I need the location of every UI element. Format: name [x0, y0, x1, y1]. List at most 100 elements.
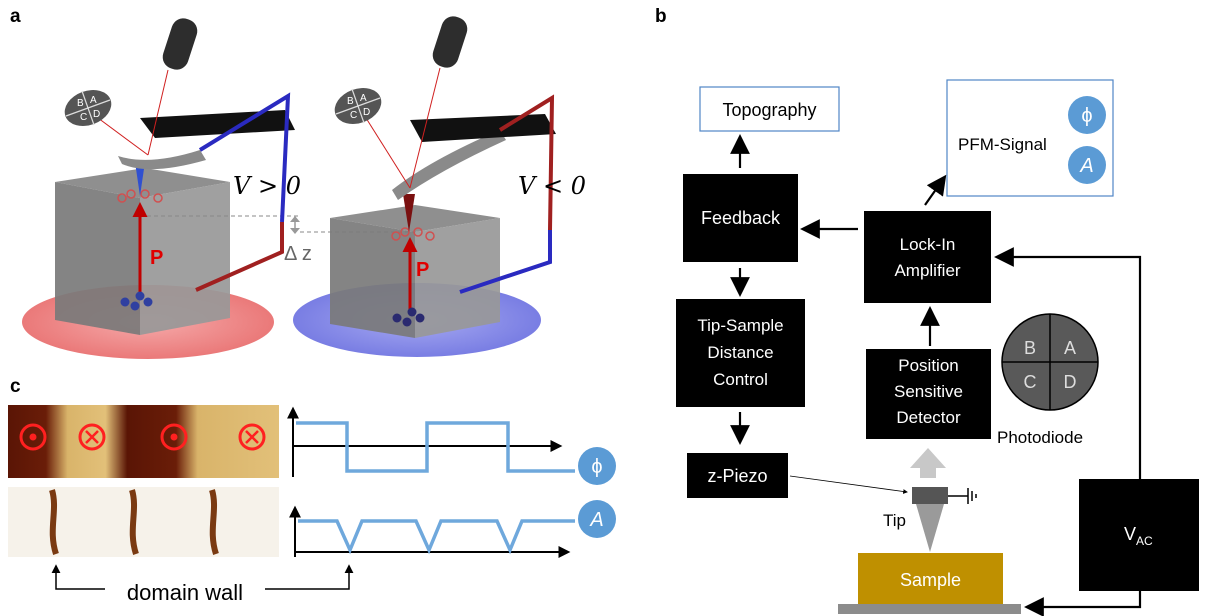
right-cube-front — [330, 218, 415, 338]
psd-label-3: Detector — [896, 408, 961, 427]
right-polarization-label: P — [416, 259, 429, 281]
lockin-label-1: Lock-In — [900, 235, 956, 254]
zpiezo-to-tip-line — [789, 475, 908, 494]
zpiezo-box — [687, 453, 788, 498]
feedback-box — [683, 174, 798, 262]
left-charges-top — [117, 189, 163, 203]
right-wire-top — [498, 94, 555, 231]
psd-label-2: Sensitive — [894, 382, 963, 401]
left-wire-bottom — [195, 222, 284, 292]
psd-box — [866, 349, 991, 439]
pfm-signal-label: PFM-Signal — [958, 135, 1047, 154]
right-laser — [432, 16, 468, 68]
pfm-phase-circle — [1068, 96, 1106, 134]
left-wire-top — [198, 92, 291, 223]
left-quadrant-b: B — [77, 98, 84, 109]
right-wire-bottom — [459, 230, 552, 294]
tip-sample-label-3: Control — [713, 370, 768, 389]
tip-label: Tip — [883, 511, 906, 530]
panel-label-a: a — [10, 6, 21, 27]
delta-z-marker: Δ z — [284, 216, 312, 265]
sample-label: Sample — [900, 570, 961, 590]
vac-label: VAC — [1124, 524, 1153, 548]
right-holder — [410, 114, 556, 142]
right-cube-side — [415, 218, 500, 338]
feedback-label: Feedback — [701, 208, 781, 228]
right-quadrant-a: A — [360, 93, 367, 104]
tip-cone — [916, 504, 944, 552]
right-reflect-beam — [365, 117, 411, 189]
left-laser — [162, 18, 198, 70]
right-laser-beam — [409, 67, 441, 189]
domain-down-marker-2 — [238, 423, 266, 451]
tip-holder — [912, 487, 948, 504]
tip-sample-box — [676, 299, 805, 407]
left-reflect-beam — [97, 117, 149, 156]
right-setup: P B A C D V < 0 — [293, 16, 586, 357]
left-tip — [135, 162, 145, 196]
tip-sample-label-1: Tip-Sample — [697, 316, 783, 335]
sample-box — [858, 553, 1003, 604]
domain-wall-label: domain wall — [127, 580, 243, 605]
left-laser-beam — [147, 69, 169, 156]
right-voltage-label: V < 0 — [518, 172, 586, 200]
right-quadrant-b: B — [347, 96, 354, 107]
domain-wall-line-2 — [129, 489, 139, 555]
left-cube-top — [55, 168, 230, 198]
psd-label-1: Position — [898, 356, 958, 375]
pfm-phase-symbol: ϕ — [1081, 105, 1092, 127]
left-holder — [140, 110, 295, 138]
amplitude-signal-line — [298, 519, 575, 555]
phase-signal-circle — [578, 447, 616, 485]
panel-b-arrows — [730, 134, 1142, 616]
left-quadrant-a: A — [90, 95, 97, 106]
sample-stage — [838, 604, 1021, 614]
left-cube-side — [140, 182, 230, 335]
left-quadrant-c: C — [80, 112, 87, 123]
photodiode-quadrant-b: B — [1024, 338, 1036, 358]
domain-down-marker-1 — [78, 423, 106, 451]
domain-wall-pointer-left — [51, 564, 105, 590]
phase-image — [8, 405, 279, 478]
left-voltage-label: V > 0 — [233, 172, 301, 200]
reflected-beam-arrow — [910, 448, 946, 478]
right-charges-bottom — [392, 307, 425, 327]
vac-box — [1079, 479, 1199, 591]
left-charges-bottom — [120, 291, 153, 311]
photodiode-quadrant-a: A — [1064, 338, 1076, 358]
amplitude-signal-symbol: A — [589, 509, 603, 531]
photodiode: B A C D — [1001, 313, 1099, 411]
amplitude-signal-circle — [578, 500, 616, 538]
right-tip — [403, 194, 415, 232]
delta-z-label: Δ z — [284, 243, 312, 265]
right-cantilever — [392, 130, 506, 200]
left-quadrant-d: D — [93, 109, 100, 120]
domain-up-marker-2 — [160, 423, 188, 451]
topography-label: Topography — [722, 100, 816, 120]
domain-wall-line-1 — [49, 489, 59, 555]
lockin-box — [864, 211, 991, 303]
photodiode-label: Photodiode — [997, 428, 1083, 447]
panel-c: ϕ A domain wall — [8, 405, 616, 605]
phase-signal-symbol: ϕ — [591, 456, 602, 478]
panel-b: Topography PFM-Signal ϕ A Feedback Lock-… — [676, 79, 1199, 616]
left-polarization-label: P — [150, 247, 163, 269]
photodiode-quadrant-d: D — [1064, 372, 1077, 392]
domain-wall-line-3 — [209, 489, 219, 555]
pfm-amplitude-circle — [1068, 146, 1106, 184]
pfm-amplitude-symbol: A — [1079, 155, 1093, 177]
zpiezo-label: z-Piezo — [707, 466, 767, 486]
panel-a: P B A C D — [22, 16, 586, 359]
panel-label-b: b — [655, 6, 667, 27]
right-cube-top — [330, 205, 500, 232]
topography-box — [699, 86, 840, 132]
left-cube-front — [55, 182, 140, 335]
amplitude-image — [8, 487, 279, 557]
photodiode-quadrant-c: C — [1024, 372, 1037, 392]
domain-up-marker-1 — [19, 423, 47, 451]
right-quadrant-c: C — [350, 110, 357, 121]
domain-wall-pointer-right — [265, 564, 354, 590]
left-quadrant-detector: B A C D — [64, 90, 112, 126]
tip-sample-label-2: Distance — [707, 343, 773, 362]
phase-signal-line — [296, 421, 575, 473]
